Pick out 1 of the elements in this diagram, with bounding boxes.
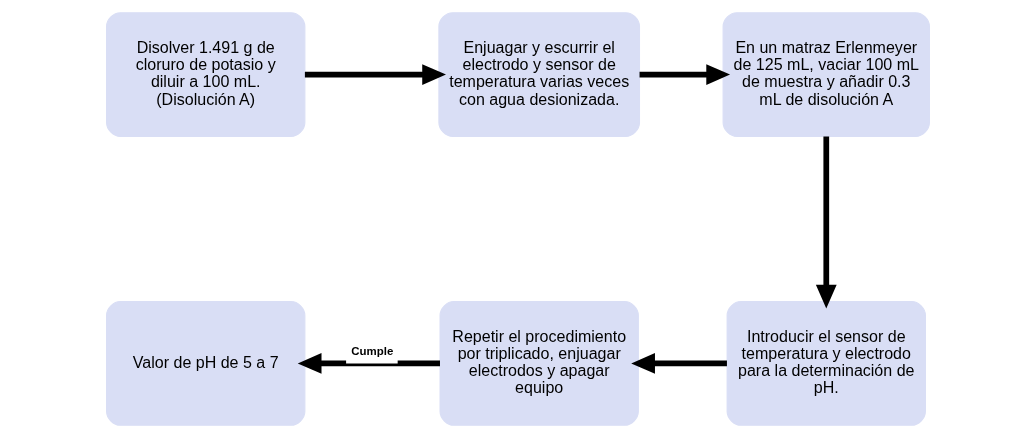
edge-label: Cumple: [350, 344, 393, 357]
